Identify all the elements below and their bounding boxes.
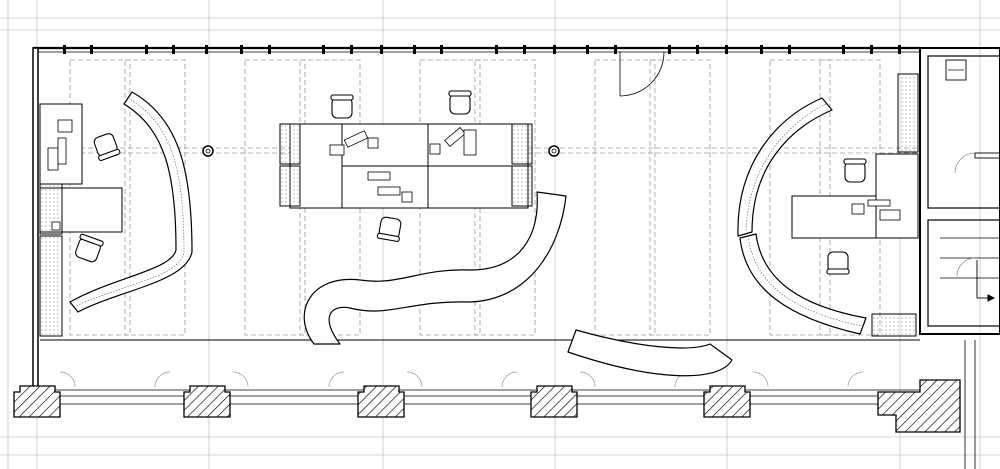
bottom-door-arcs <box>59 371 864 388</box>
chair-6 <box>843 158 867 183</box>
round-columns <box>202 145 560 157</box>
central-desk-block <box>279 123 533 209</box>
hatched-columns <box>13 379 961 433</box>
chair-4 <box>448 90 472 115</box>
chair-2 <box>75 233 104 263</box>
door-swing-top <box>619 51 665 97</box>
chair-5 <box>376 216 402 242</box>
bench-bottom-curve <box>567 329 733 377</box>
curved-benches <box>69 91 867 377</box>
column-4 <box>530 385 578 418</box>
left-workstation <box>39 103 123 337</box>
column-6 <box>877 379 961 433</box>
chairs <box>75 90 867 275</box>
left-cabinet <box>39 235 63 337</box>
column-5 <box>703 385 751 418</box>
chair-3 <box>330 94 354 119</box>
window-mullions-top <box>63 45 901 54</box>
right-workstation <box>791 73 919 337</box>
chair-1 <box>93 133 121 162</box>
bench-right-lower <box>739 233 867 335</box>
right-floor-box <box>871 313 917 337</box>
column-1 <box>13 385 61 418</box>
exterior-walls <box>32 46 920 405</box>
right-side-rooms <box>919 47 1000 335</box>
bench-right <box>737 97 833 237</box>
column-3 <box>357 385 405 418</box>
right-edge-lines <box>964 340 976 469</box>
bench-center-snake <box>303 191 567 345</box>
chair-7 <box>826 251 850 275</box>
column-2 <box>183 385 231 418</box>
